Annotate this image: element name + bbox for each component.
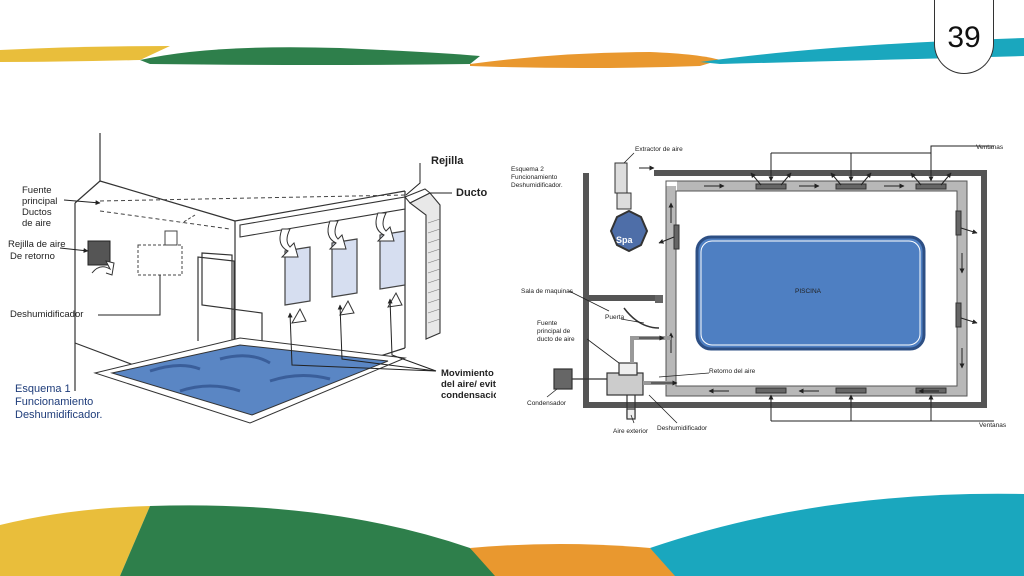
- label-movimiento-2: del aire/ evitar: [441, 379, 496, 390]
- label-movimiento-1: Movimiento: [441, 368, 494, 379]
- label-fuente-2: principal de: [537, 328, 571, 335]
- label-fuente-4: de aire: [22, 218, 51, 229]
- label-movimiento-3: condensación: [441, 390, 496, 401]
- label-fuente-3: ducto de aire: [537, 336, 575, 343]
- schema-1-diagram: Rejilla Ducto Fuente principal Ductos de…: [8, 133, 505, 424]
- label-fuente-1: Fuente: [22, 185, 52, 196]
- air-duct-loop: [666, 181, 967, 396]
- pool: [695, 235, 926, 351]
- schema-2-panel: Esquema 2 Funcionamiento Deshumidificado…: [499, 133, 1024, 441]
- schema-2-title-2: Funcionamiento: [511, 174, 558, 181]
- schema-1-panel: Rejilla Ducto Fuente principal Ductos de…: [0, 133, 505, 441]
- dehumidifier-unit: [137, 244, 183, 276]
- label-puerta: Puerta: [605, 314, 625, 321]
- label-deshumidificador: Deshumidificador: [657, 425, 708, 432]
- label-rejilla: Rejilla: [431, 155, 464, 167]
- top-ribbon-green: [140, 47, 480, 65]
- bottom-ribbon-yellow: [0, 506, 150, 576]
- label-sala: Sala de maquinas: [521, 288, 574, 295]
- label-fuente-3: Ductos: [22, 207, 52, 218]
- air-extractor: [614, 162, 628, 194]
- spa: [609, 209, 649, 253]
- schema-1-title-1: Esquema 1: [15, 383, 71, 395]
- label-aire-exterior: Aire exterior: [613, 428, 649, 435]
- label-retorno: Retorno del aire: [709, 368, 756, 375]
- door: [623, 307, 660, 329]
- top-ribbon-yellow: [0, 46, 170, 62]
- building-walls: [583, 170, 987, 408]
- room-outline: [74, 133, 406, 404]
- label-piscina: PISCINA: [795, 288, 822, 295]
- duct-beam: [239, 188, 441, 340]
- schema-2-title-3: Deshumidificador.: [511, 182, 563, 189]
- schema-2-diagram: Esquema 2 Funcionamiento Deshumidificado…: [511, 144, 1007, 435]
- label-fuente-1: Fuente: [537, 320, 558, 327]
- main-duct-dashed: [99, 194, 406, 202]
- bottom-ribbon-green: [120, 505, 500, 576]
- label-retorno-1: Rejilla de aire: [8, 239, 66, 250]
- label-condensador: Condensador: [527, 400, 567, 407]
- label-retorno-2: De retorno: [10, 251, 55, 262]
- door: [197, 256, 235, 345]
- schema-2-title-1: Esquema 2: [511, 166, 544, 173]
- schema-1-title-3: Deshumidificador.: [15, 409, 102, 421]
- bottom-ribbon-teal: [650, 493, 1024, 576]
- label-ventanas-top: Ventanas: [976, 144, 1004, 151]
- bottom-ribbon-orange: [470, 544, 680, 576]
- label-ventanas-bottom: Ventanas: [979, 422, 1007, 429]
- side-wall-bricks: [427, 218, 441, 324]
- label-ducto: Ducto: [456, 187, 487, 199]
- label-deshumidificador: Deshumidificador: [10, 309, 83, 320]
- page-number-badge: 39: [934, 0, 994, 74]
- windows: [284, 230, 406, 306]
- label-spa: Spa: [616, 235, 634, 245]
- top-ribbon-orange: [470, 52, 720, 68]
- pool-water: [110, 344, 389, 416]
- label-fuente-2: principal: [22, 196, 57, 207]
- page-number: 39: [947, 20, 981, 54]
- label-extractor: Extractor de aire: [635, 146, 683, 153]
- schema-1-title-2: Funcionamiento: [15, 396, 93, 408]
